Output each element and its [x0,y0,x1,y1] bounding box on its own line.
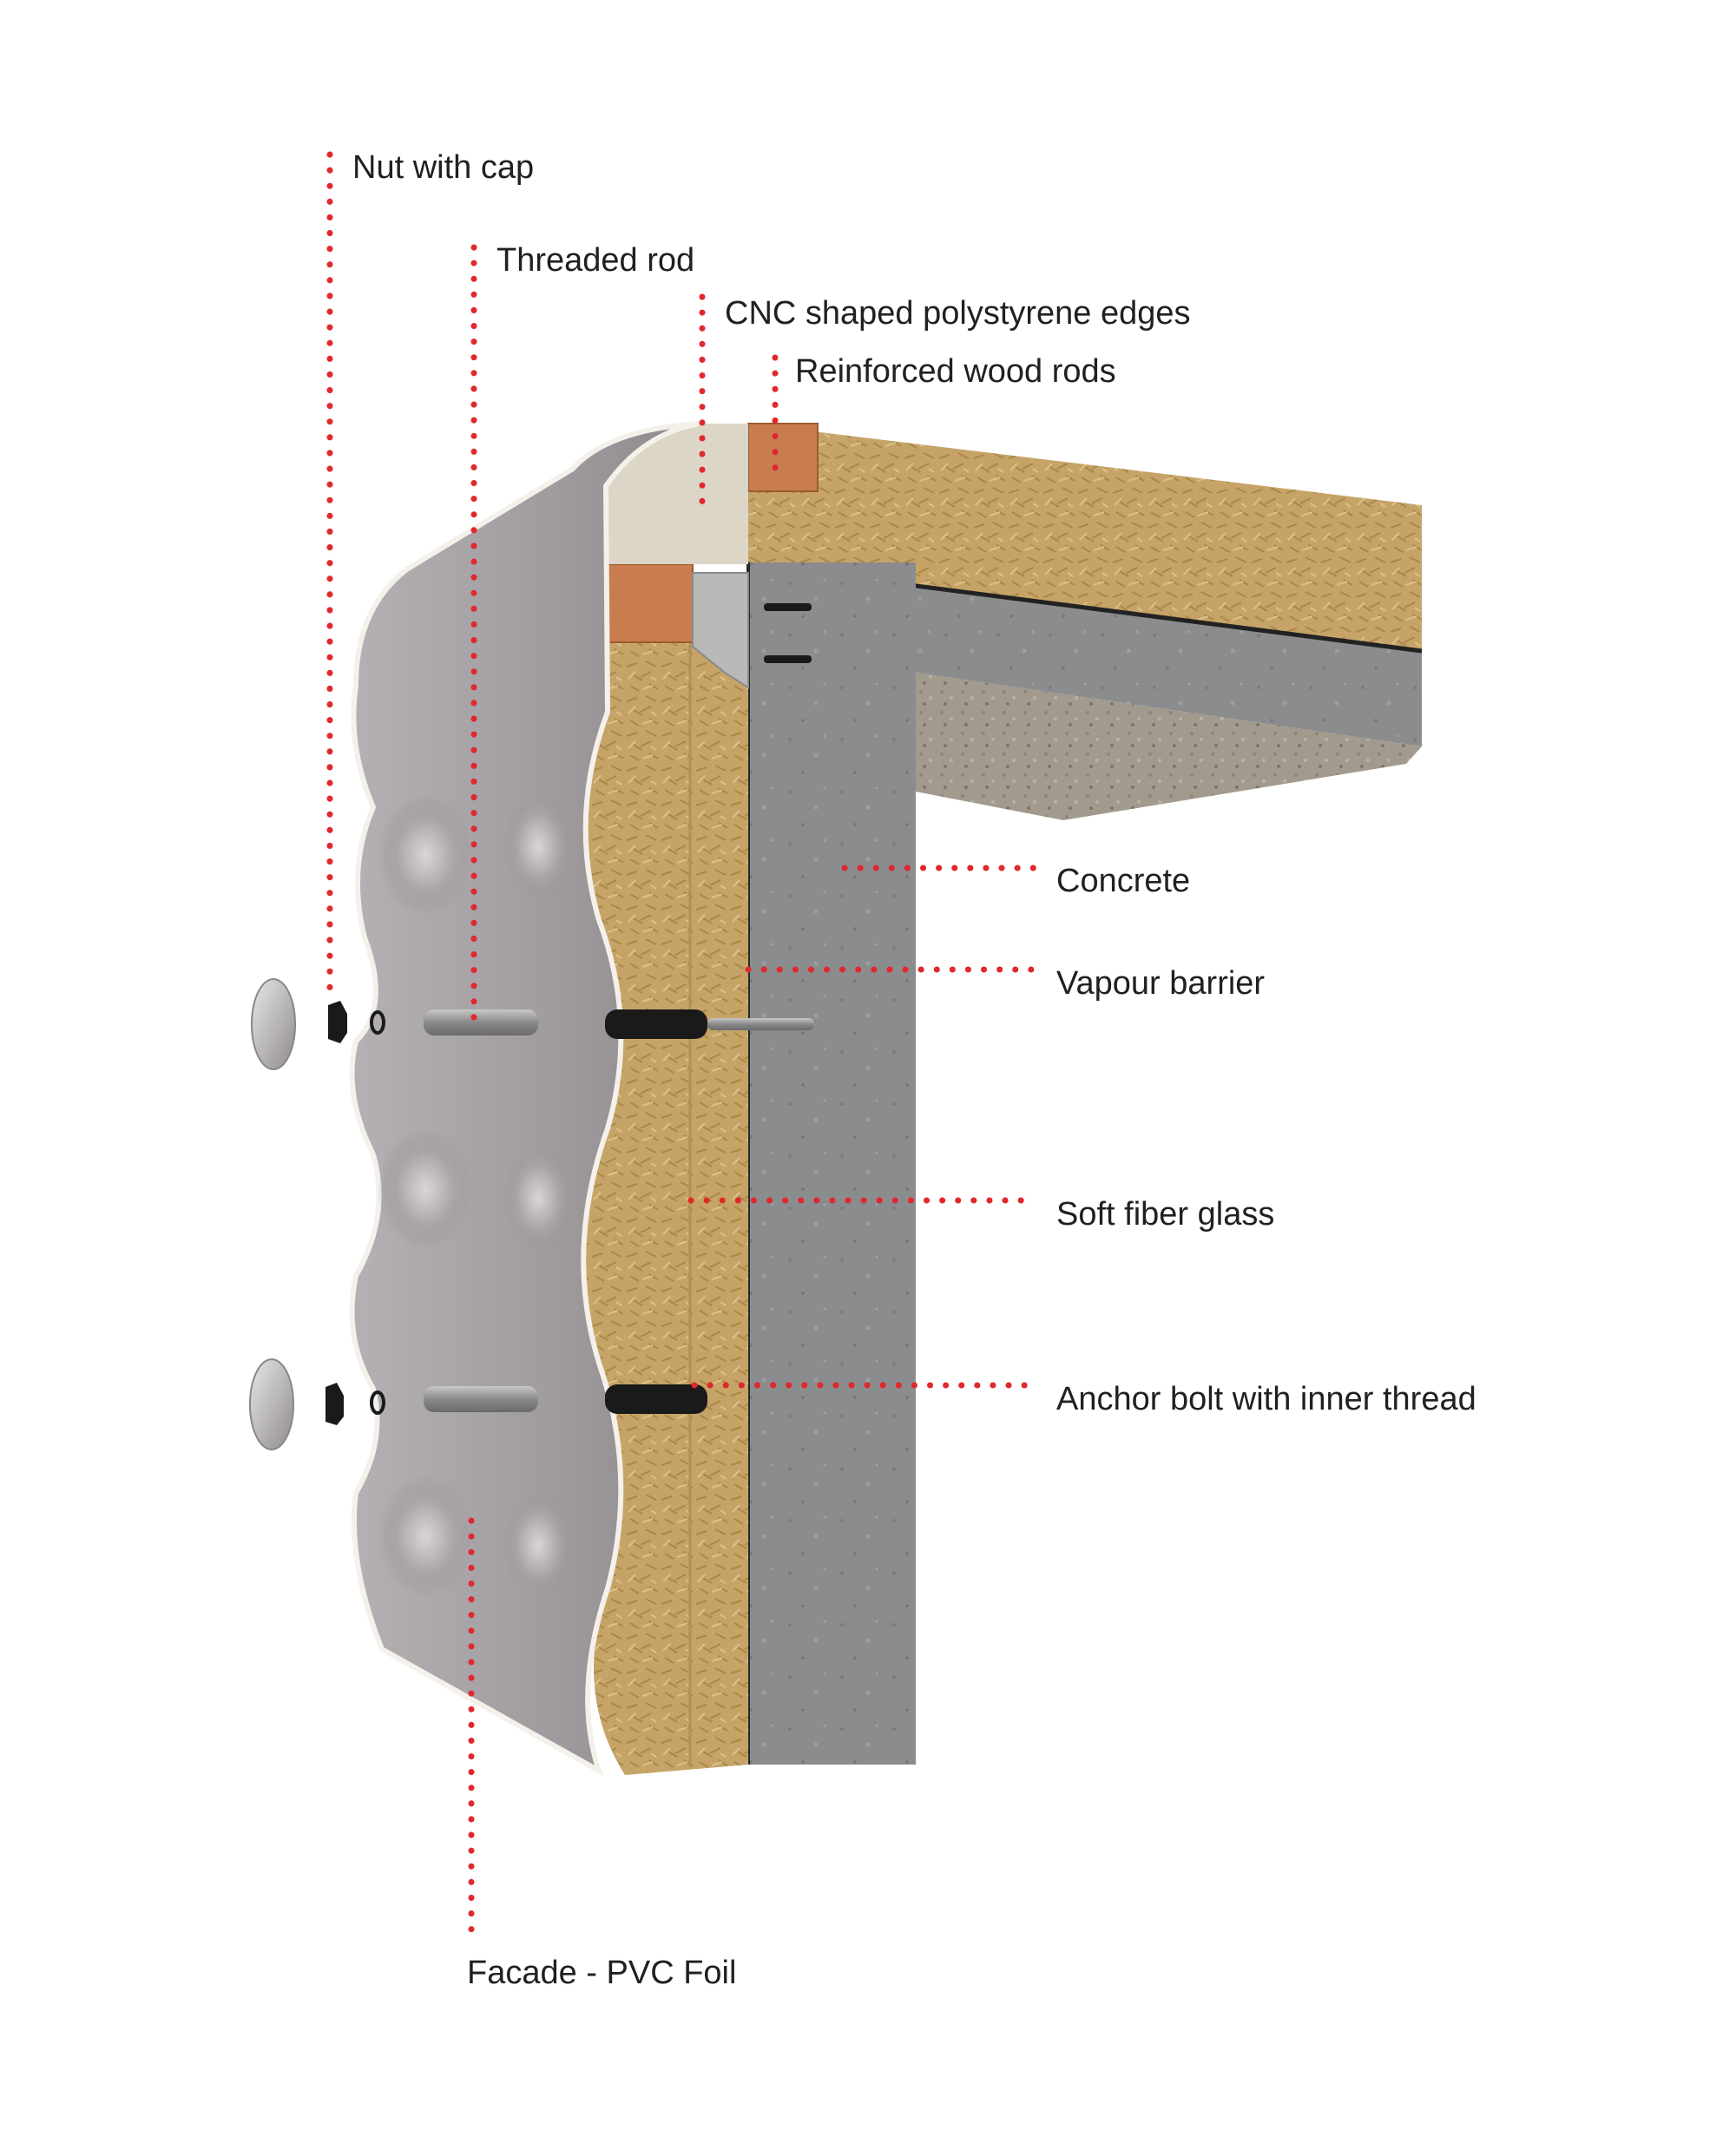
label-nut-with-cap: Nut with cap [352,149,534,186]
cap-lower [249,1358,294,1450]
label-vapour-barrier: Vapour barrier [1056,965,1265,1002]
slab-fiberglass [748,424,1422,649]
nut-upper [328,1001,347,1043]
wall-fiberglass [583,642,748,1775]
slab-concrete [748,562,1422,792]
anchor-bolt-lower [605,1384,707,1414]
label-cnc-edges: CNC shaped polystyrene edges [725,295,1191,332]
corner-bracket [692,572,749,689]
slab-underside [916,673,1422,820]
anchor-bolt-upper [605,1009,707,1039]
foil-dimple [378,794,473,916]
label-facade: Facade - PVC Foil [467,1955,736,1991]
label-threaded-rod: Threaded rod [496,242,694,279]
bracket-screw-1 [764,603,812,611]
foil-dimple [503,1146,573,1250]
bracket-screw-2 [764,655,812,663]
wall-concrete [748,562,916,1765]
label-concrete: Concrete [1056,863,1190,899]
foil-dimple [378,1476,473,1597]
foil-dimple [503,1493,573,1597]
threaded-rod-upper-inner [707,1018,814,1030]
wood-rod-side [605,563,694,643]
wood-rod-top [747,423,819,492]
cap-upper [251,978,296,1070]
foil-dimple [503,794,573,898]
threaded-rod-lower [424,1386,538,1412]
nut-lower [326,1383,344,1425]
threaded-rod-upper [424,1009,538,1035]
foil-dimple [378,1128,473,1250]
label-soft-fiber-glass: Soft fiber glass [1056,1196,1274,1233]
washer-lower [370,1390,385,1415]
label-wood-rods: Reinforced wood rods [795,353,1116,390]
label-anchor-bolt: Anchor bolt with inner thread [1056,1381,1476,1417]
washer-upper [370,1010,385,1035]
polystyrene-edge [606,424,748,564]
